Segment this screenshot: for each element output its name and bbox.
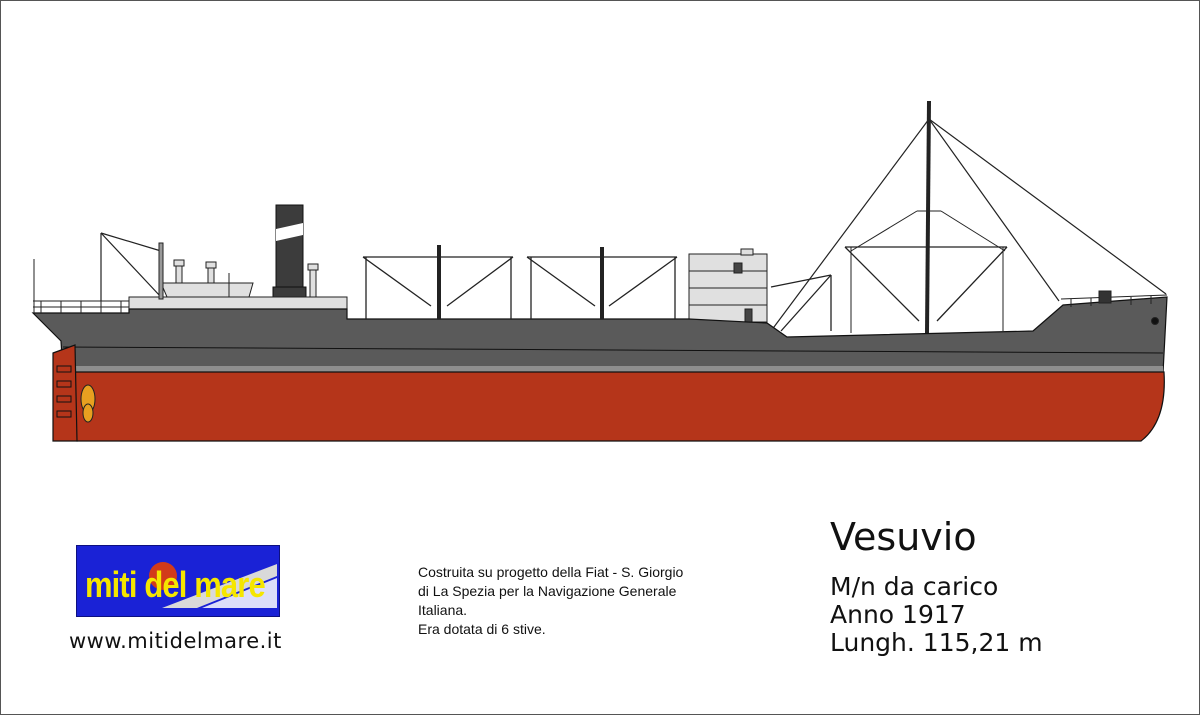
spec-year: Anno 1917	[830, 600, 966, 629]
rudder	[52, 344, 96, 442]
aft-mast	[158, 242, 164, 300]
spec-length: Lungh. 115,21 m	[830, 628, 1043, 657]
ship-illustration	[31, 100, 1168, 442]
logo-text: miti del mare	[85, 564, 266, 605]
ship-name: Vesuvio	[830, 515, 977, 559]
aft-railing	[33, 259, 129, 313]
description-line: Costruita su progetto della Fiat - S. Gi…	[418, 564, 684, 580]
lifeboat	[160, 271, 254, 298]
fore-railing	[1060, 290, 1168, 325]
spec-type: M/n da carico	[830, 572, 999, 601]
rigging-lines	[100, 118, 1167, 332]
foremast	[844, 100, 1008, 334]
logo-sail-shape	[149, 562, 277, 608]
ship-description: Costruita su progetto della Fiat - S. Gi…	[418, 563, 758, 639]
bridge-house	[688, 248, 768, 323]
miti-del-mare-logo: miti del mare	[76, 545, 280, 617]
cargo-derricks	[362, 245, 832, 332]
description-line: Era dotata di 6 stive.	[418, 621, 546, 637]
lower-hull	[70, 371, 1165, 442]
ship-specs: M/n da carico Anno 1917 Lungh. 115,21 m	[830, 573, 1043, 657]
description-line: di La Spezia per la Navigazione Generale	[418, 583, 677, 599]
funnel	[272, 204, 307, 298]
website-url[interactable]: www.mitidelmare.it	[69, 629, 282, 653]
description-line: Italiana.	[418, 602, 468, 618]
